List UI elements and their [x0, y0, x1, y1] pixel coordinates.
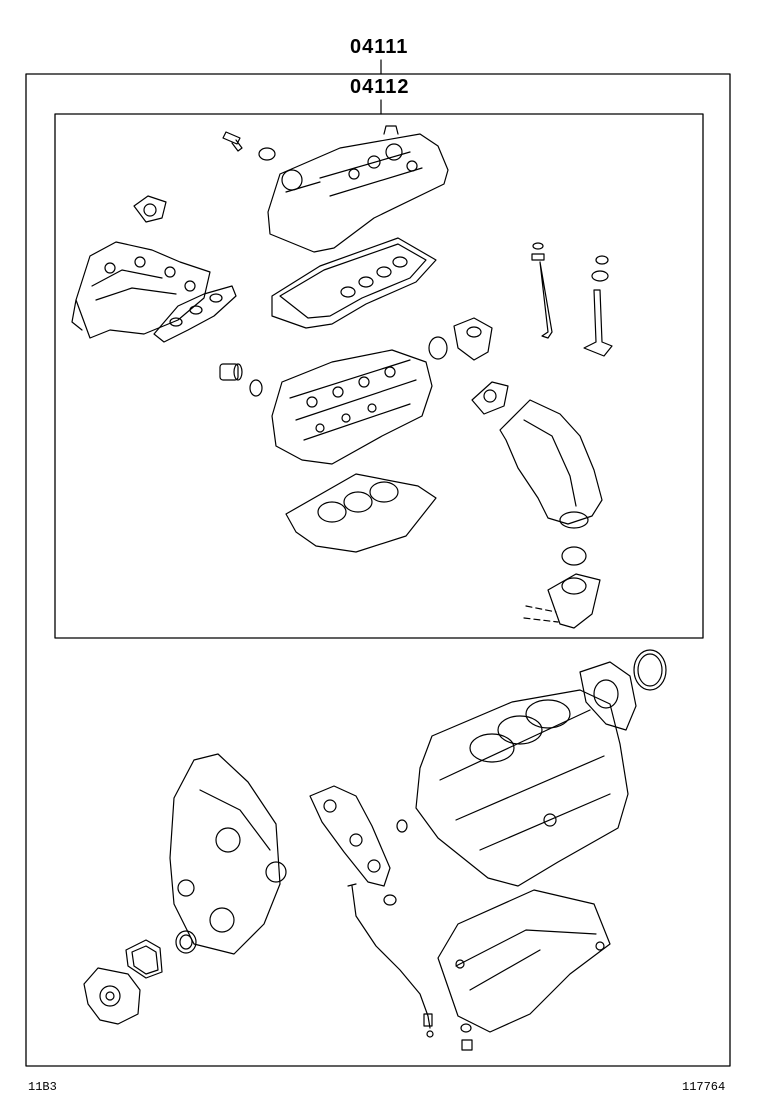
outer-kit-frame — [25, 73, 731, 1067]
intake-manifold — [71, 241, 211, 339]
drain-plug — [460, 1023, 473, 1051]
cylinder-head-cover — [267, 125, 449, 253]
exhaust-manifold — [499, 399, 603, 529]
part-number-04112: 04112 — [350, 76, 410, 98]
water-outlet-gasket — [133, 195, 167, 223]
water-inlet — [453, 317, 493, 361]
intake-manifold-gasket — [153, 285, 237, 343]
water-pump — [83, 967, 141, 1025]
oil-pump-housing — [309, 785, 391, 887]
sensor-plug — [222, 131, 243, 152]
cylinder-block — [415, 689, 629, 887]
timing-chain-cover — [169, 753, 287, 955]
exhaust-ring-gasket — [561, 546, 587, 566]
head-cover-gasket — [271, 237, 437, 329]
o-ring-small — [249, 379, 263, 397]
diagram-code-right: 117764 — [682, 1080, 726, 1094]
o-ring-inlet — [428, 336, 448, 360]
oil-strainer-gasket — [383, 894, 397, 906]
cylinder-head — [271, 349, 433, 465]
exhaust-manifold-gasket — [471, 381, 509, 415]
exhaust-valve — [583, 255, 613, 357]
oil-level-gauge-guide — [347, 883, 434, 1038]
intake-valve — [531, 242, 553, 339]
diagram-code-left: 11B3 — [28, 1080, 57, 1094]
water-pump-gasket — [125, 939, 163, 979]
exhaust-pipe-gasket — [523, 573, 601, 629]
oil-pan — [437, 889, 611, 1033]
o-ring-block — [396, 819, 408, 833]
inner-kit-frame — [54, 113, 704, 639]
cam-plug — [219, 363, 243, 381]
oil-filler-seal — [258, 147, 276, 161]
cylinder-head-gasket — [285, 473, 437, 553]
crank-front-seal — [175, 930, 197, 954]
part-number-04111: 04111 — [350, 36, 409, 58]
rear-oil-seal — [633, 649, 667, 691]
rear-oil-seal-retainer — [579, 661, 637, 731]
